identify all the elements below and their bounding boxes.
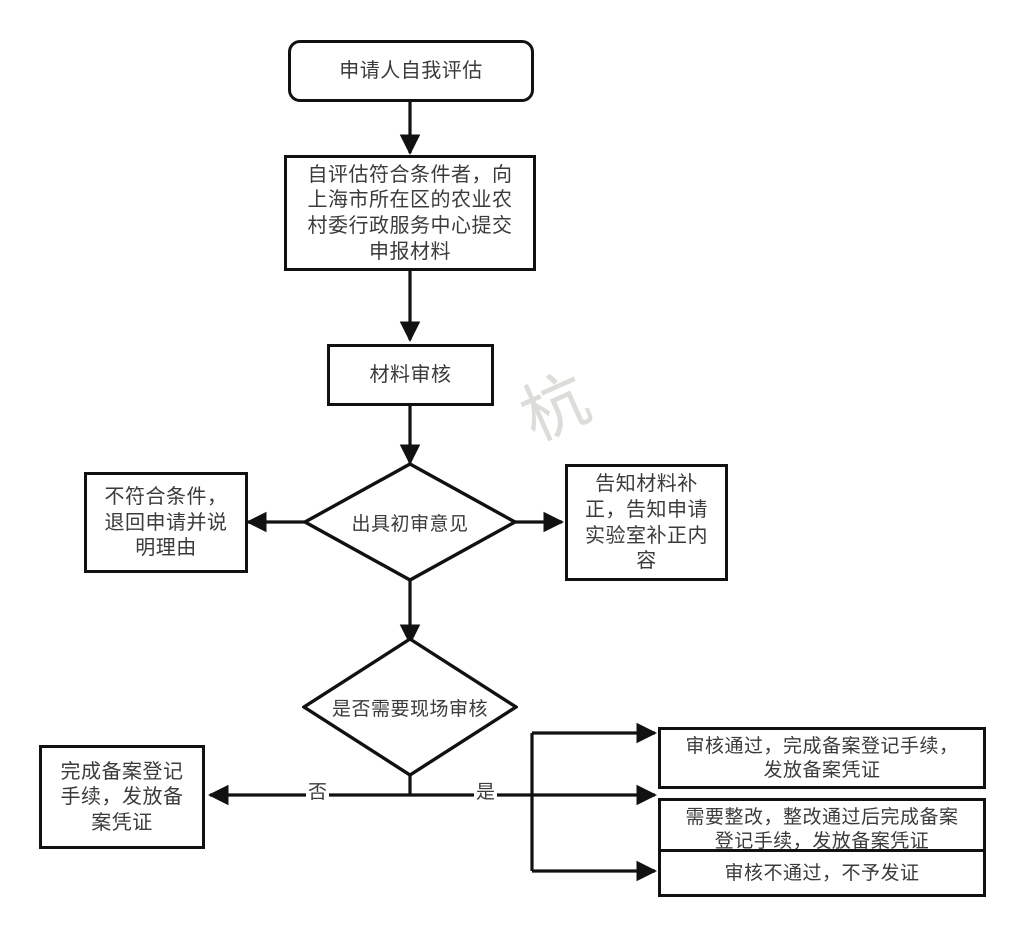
watermark: 杭 — [509, 359, 602, 457]
node-complete-filing-no[interactable]: 完成备案登记 手续，发放备 案凭证 — [39, 745, 205, 849]
node-review-failed[interactable]: 审核不通过，不予发证 — [658, 849, 986, 897]
node-need-onsite-review-label: 是否需要现场审核 — [331, 697, 488, 720]
node-preliminary-opinion-label: 出具初审意见 — [351, 512, 469, 535]
edge-label-no: 否 — [306, 781, 330, 803]
node-preliminary-opinion[interactable]: 出具初审意见 — [303, 462, 517, 582]
edge-label-yes: 是 — [474, 781, 498, 803]
node-review-passed[interactable]: 审核通过，完成备案登记手续， 发放备案凭证 — [658, 727, 986, 789]
node-self-assessment[interactable]: 申请人自我评估 — [288, 40, 534, 102]
node-need-onsite-review[interactable]: 是否需要现场审核 — [302, 637, 518, 777]
node-material-review[interactable]: 材料审核 — [327, 344, 494, 406]
node-not-qualified[interactable]: 不符合条件， 退回申请并说 明理由 — [84, 472, 248, 573]
node-notify-correction[interactable]: 告知材料补 正，告知申请 实验室补正内 容 — [565, 464, 728, 581]
diamond-shape — [303, 462, 517, 582]
node-submit-materials[interactable]: 自评估符合条件者，向 上海市所在区的农业农 村委行政服务中心提交 申报材料 — [284, 155, 536, 271]
